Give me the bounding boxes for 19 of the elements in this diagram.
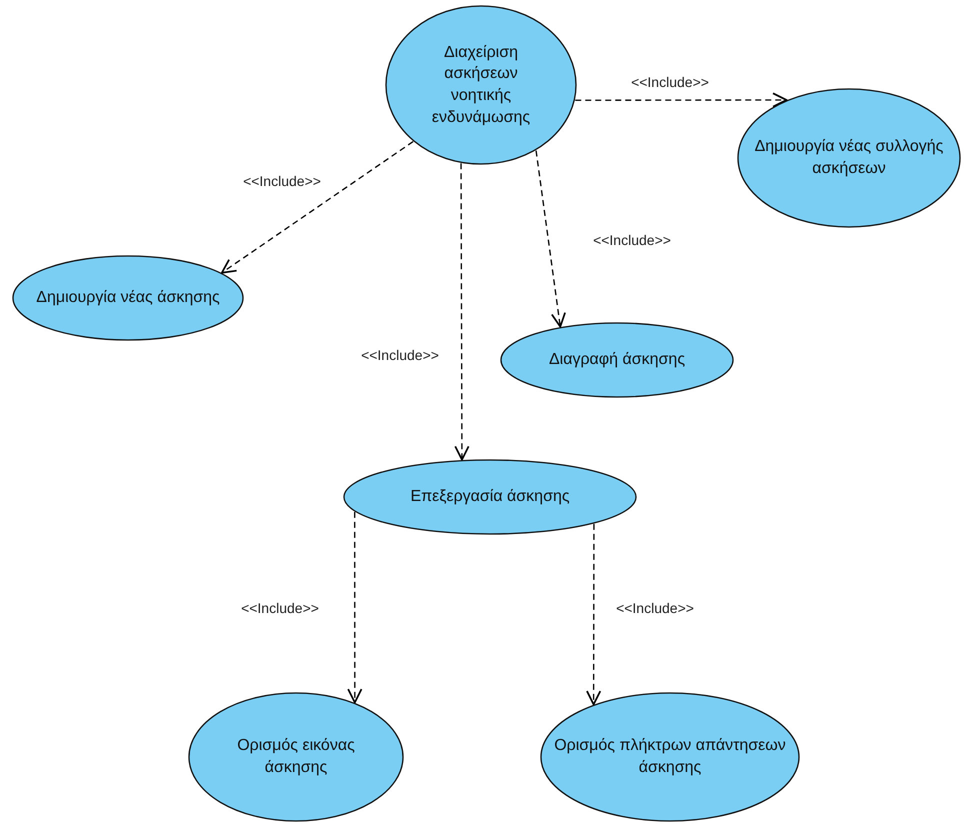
edge-label: <<Include>> <box>591 232 673 248</box>
use-case-name: Διαχείριση ασκήσεων νοητικής ενδυνάμωσης <box>430 42 532 128</box>
include-arrow <box>535 150 566 328</box>
use-case-name: Ορισμός εικόνας άσκησης <box>236 736 356 778</box>
use-case-name: Δημιουργία νέας συλλογής ασκήσεων <box>754 137 944 179</box>
use-case-name: Επεξεργασία άσκησης <box>410 487 570 508</box>
use-case-name: Διαγραφή άσκησης <box>548 350 686 370</box>
include-arrow <box>347 512 362 704</box>
use-case-name: Ορισμός πλήκτρων απάντησεων άσκησης <box>553 736 787 778</box>
edge-label: <<Include>> <box>239 600 321 616</box>
use-case-name: Δημιουργία νέας άσκησης <box>36 288 220 308</box>
include-arrow <box>220 141 414 274</box>
edge-label: <<Include>> <box>359 347 441 363</box>
edge-label: <<Include>> <box>629 74 711 90</box>
edge-label: <<Include>> <box>614 600 696 616</box>
include-arrow <box>454 163 470 461</box>
include-arrow <box>586 524 602 706</box>
include-arrow <box>575 92 788 108</box>
edge-label: <<Include>> <box>241 173 323 189</box>
